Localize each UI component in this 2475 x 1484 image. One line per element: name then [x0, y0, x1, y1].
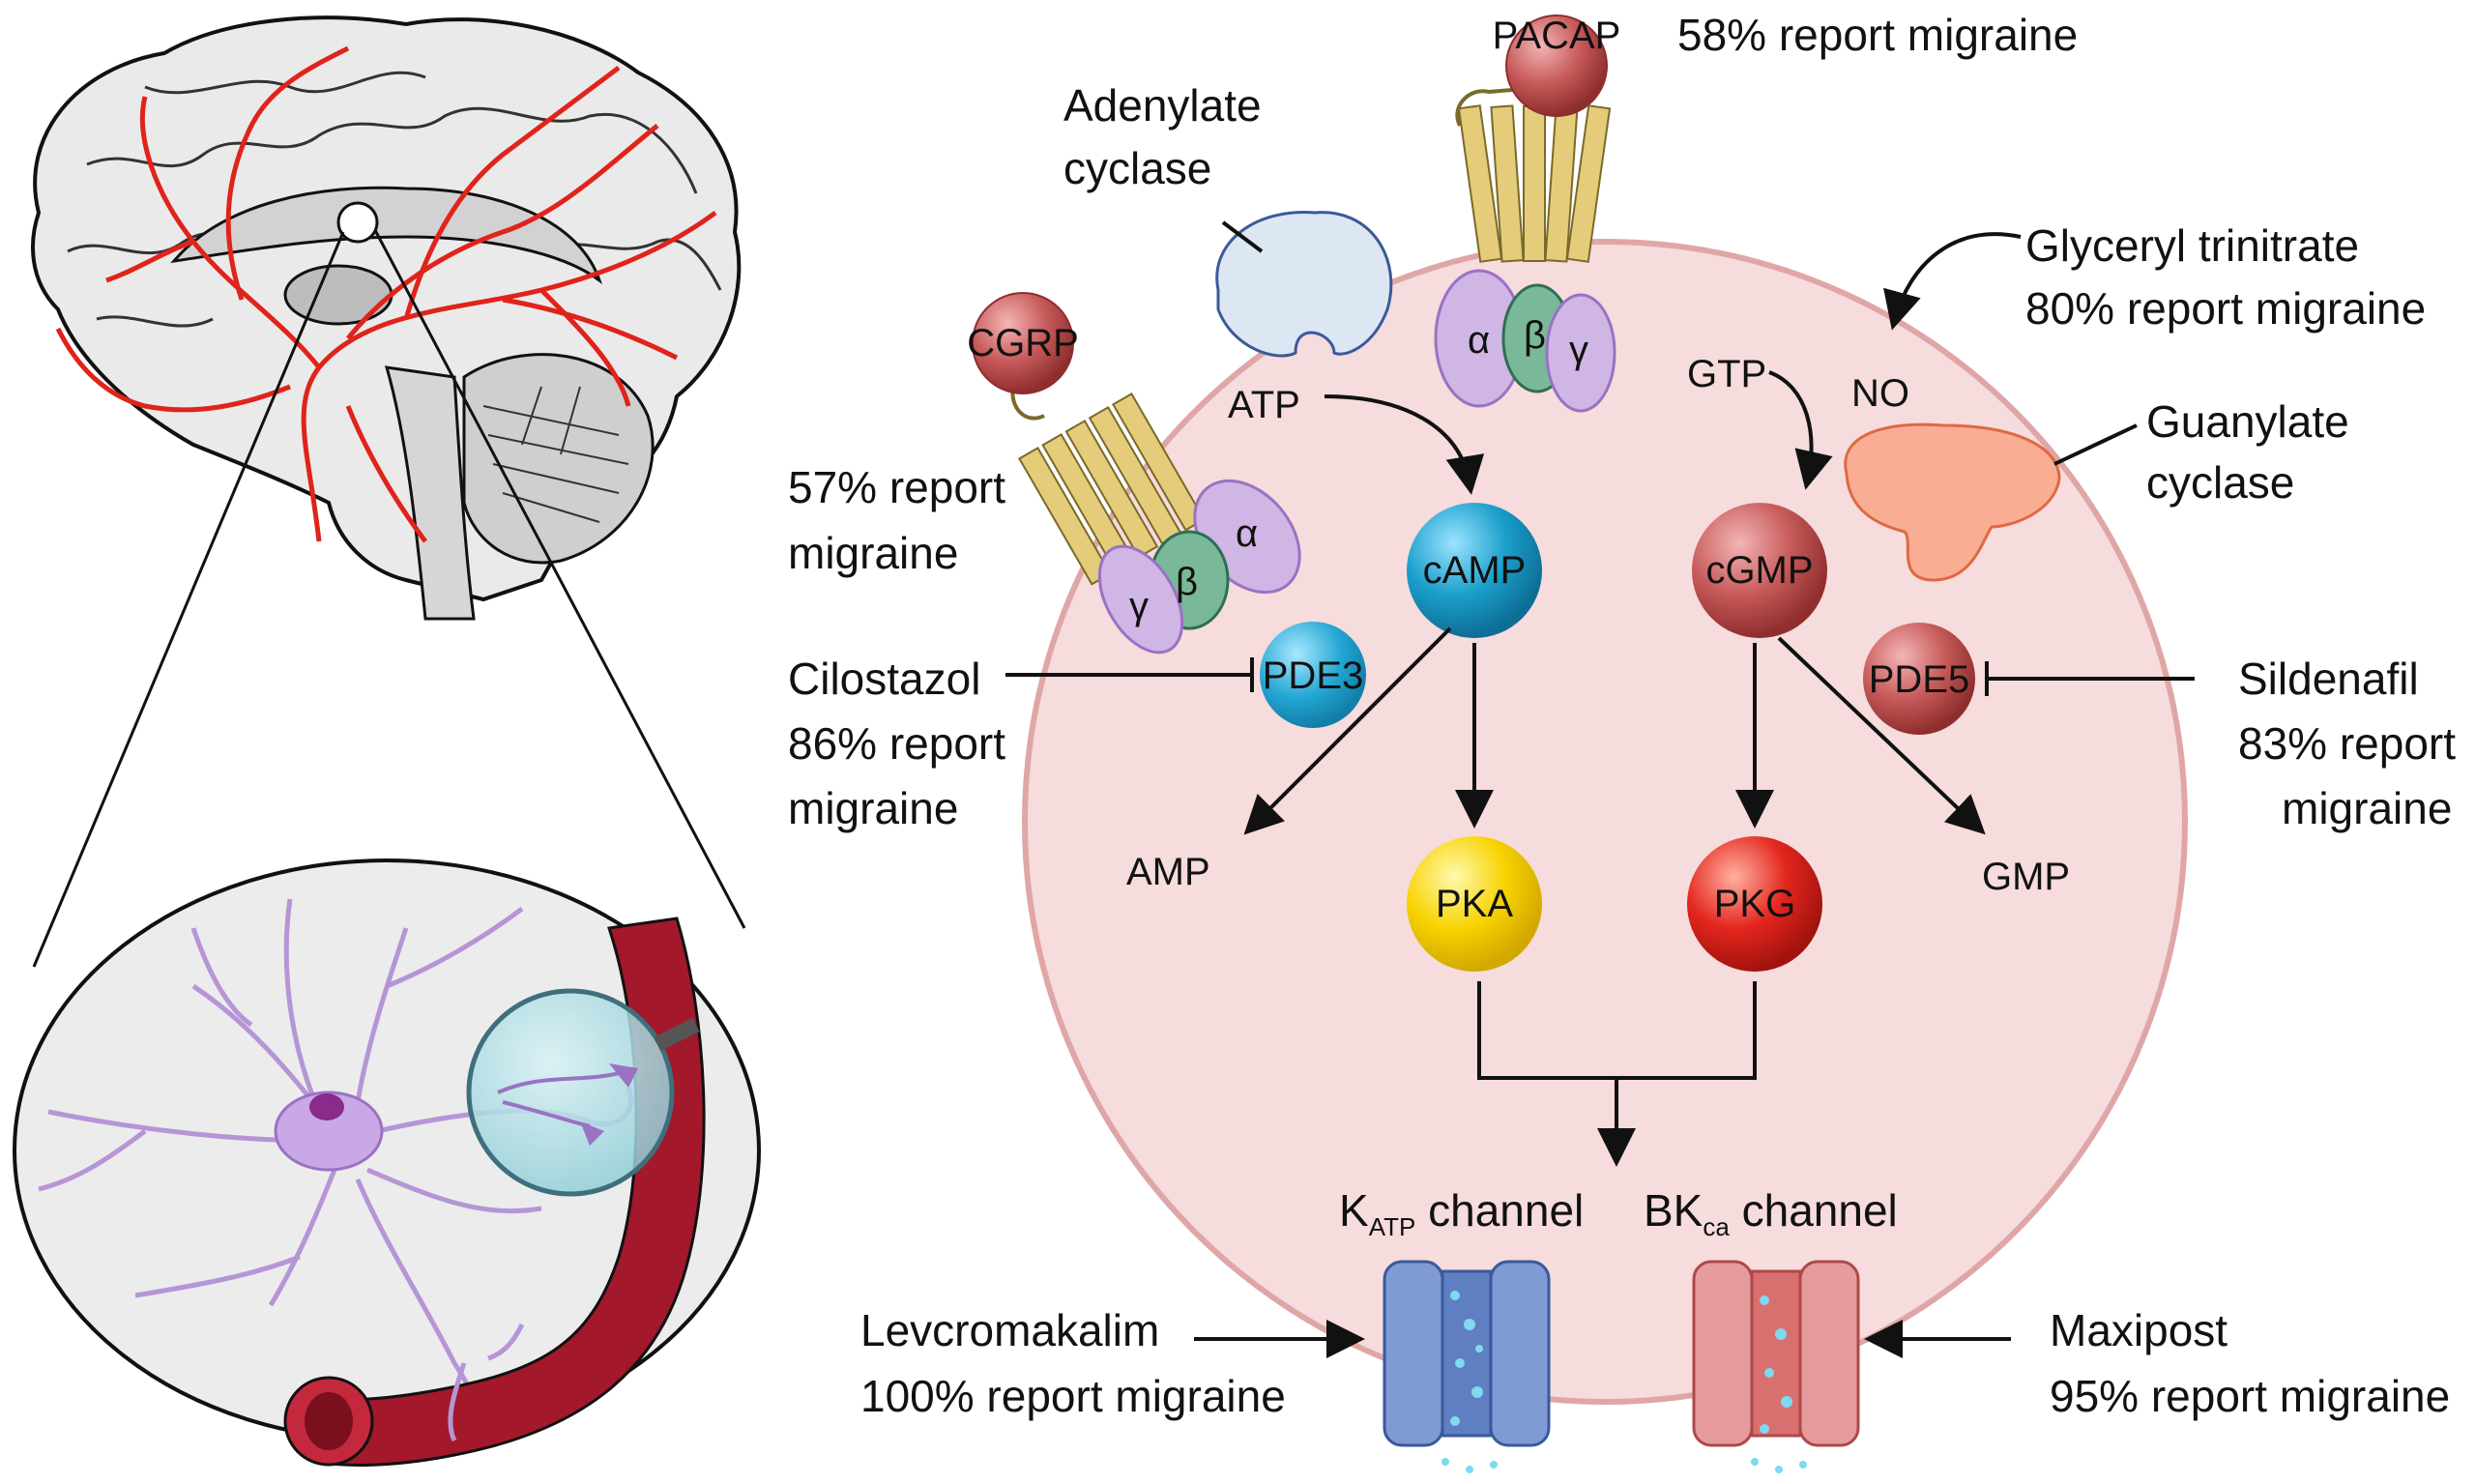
pathway-arrows — [1005, 232, 2195, 1358]
pacap-gamma-label: γ — [1569, 329, 1588, 371]
adenylate-cyclase-line1: Adenylate — [1063, 80, 1262, 131]
cilostazol-line3: migraine — [788, 783, 958, 833]
pde5-node — [1863, 623, 1975, 735]
gtp-label: GTP — [1687, 353, 1766, 395]
pka-label: PKA — [1436, 883, 1513, 925]
sildenafil-line2: 83% report — [2238, 718, 2456, 769]
guanylate-cyclase-line2: cyclase — [2146, 457, 2294, 508]
cgrp-gamma-label: γ — [1129, 585, 1149, 627]
cgrp-report-line2: migraine — [788, 528, 958, 578]
cerebral-arteries — [55, 45, 717, 543]
camp-node — [1407, 503, 1542, 638]
brain-illustration — [31, 15, 746, 968]
sildenafil-line3: migraine — [2282, 783, 2452, 833]
adenylate-cyclase: Adenylate cyclase — [1063, 80, 1393, 358]
cerebellum — [462, 353, 655, 565]
camp-label: cAMP — [1423, 549, 1527, 592]
magnifier-lens — [466, 988, 675, 1197]
cgrp-receptor: α β γ CGRP 57% report migraine — [788, 292, 1301, 655]
neuron-body — [274, 1091, 384, 1172]
pde5-label: PDE5 — [1869, 658, 1970, 701]
cgrp-ligand — [972, 292, 1074, 394]
bkca-channel — [1692, 1260, 1860, 1473]
pacap-ggamma — [1545, 293, 1616, 413]
adenylate-cyclase-line2: cyclase — [1063, 143, 1211, 193]
cgmp-node — [1692, 503, 1827, 638]
pkg-node — [1687, 836, 1822, 972]
cilostazol-line2: 86% report — [788, 718, 1005, 769]
atp-label: ATP — [1228, 384, 1300, 426]
cgrp-alpha-label: α — [1236, 512, 1258, 555]
pacap-ligand — [1505, 15, 1608, 117]
pacap-alpha-label: α — [1468, 319, 1490, 362]
cgrp-report-line1: 57% report — [788, 462, 1005, 512]
levcromakalim-line1: Levcromakalim — [860, 1305, 1159, 1355]
no-label: NO — [1851, 372, 1909, 415]
sildenafil-line1: Sildenafil — [2238, 654, 2419, 704]
guanylate-cyclase-line1: Guanylate — [2146, 396, 2349, 447]
katp-channel — [1383, 1260, 1551, 1473]
cell-membrane — [1022, 239, 2188, 1405]
cgrp-beta-label: β — [1176, 561, 1198, 603]
cilostazol-line1: Cilostazol — [788, 654, 980, 704]
pkg-label: PKG — [1714, 883, 1795, 925]
brainstem — [384, 365, 476, 621]
amp-label: AMP — [1126, 851, 1210, 893]
cgrp-label: CGRP — [967, 322, 1079, 364]
gtn-line1: Glyceryl trinitrate — [2025, 220, 2359, 271]
maxipost-line1: Maxipost — [2050, 1305, 2228, 1355]
pka-node — [1407, 836, 1542, 972]
neuron-nucleus — [309, 1093, 344, 1120]
pacap-report: 58% report migraine — [1677, 10, 2078, 60]
neuron-vessel-inset — [13, 858, 761, 1467]
pde3-label: PDE3 — [1263, 655, 1364, 697]
levcromakalim-line2: 100% report migraine — [860, 1371, 1286, 1421]
pacap-beta-label: β — [1524, 314, 1546, 357]
bkca-channel-label: BKca channel — [1644, 1185, 1898, 1241]
maxipost-line2: 95% report migraine — [2050, 1371, 2450, 1421]
magnifier-handle — [654, 1017, 700, 1052]
pacap-receptor: α β γ PACAP 58% report migraine — [1434, 10, 2078, 413]
katp-channel-label: KATP channel — [1339, 1185, 1584, 1241]
guanylate-cyclase: Guanylate cyclase — [1844, 396, 2349, 582]
pacap-label: PACAP — [1493, 15, 1621, 57]
gmp-label: GMP — [1982, 856, 2070, 898]
pde3-node — [1260, 622, 1366, 728]
cgmp-label: cGMP — [1705, 549, 1813, 592]
gtn-line2: 80% report migraine — [2025, 283, 2426, 334]
